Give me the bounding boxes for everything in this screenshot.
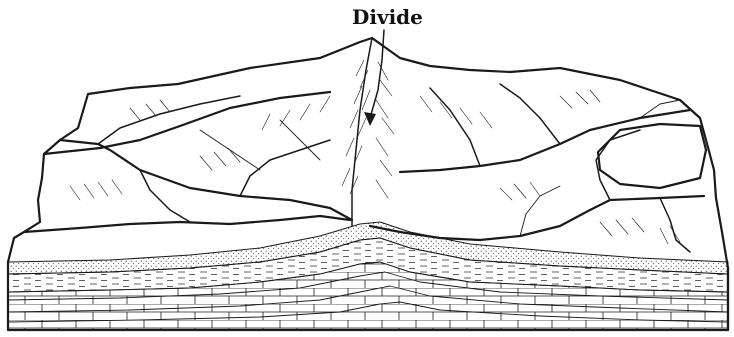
right-plateau-remnant	[598, 124, 706, 188]
right-upper-stream	[400, 110, 690, 172]
left-lower-stream	[24, 216, 350, 232]
right-tributary	[596, 130, 640, 200]
divide-ridge	[352, 38, 372, 226]
right-tributary	[660, 198, 690, 252]
left-tributary	[98, 96, 240, 144]
left-tributary	[240, 140, 330, 196]
left-tributary	[140, 170, 190, 222]
hachures	[70, 60, 680, 244]
right-tributary	[500, 84, 560, 144]
divide-label: Divide	[352, 5, 423, 29]
right-tributary	[430, 88, 480, 166]
divide-pointer-line	[370, 30, 384, 118]
right-stream	[370, 196, 704, 240]
left-stream	[60, 140, 352, 220]
cross-section	[8, 222, 728, 330]
